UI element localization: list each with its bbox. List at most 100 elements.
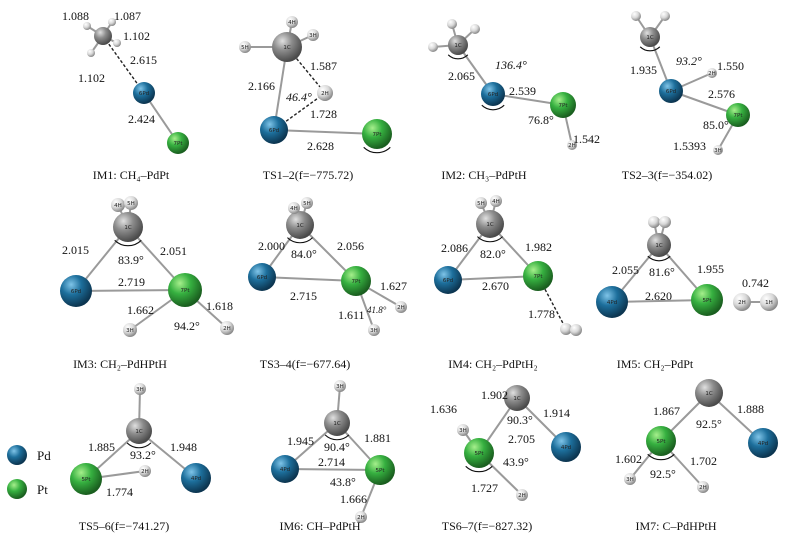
hydrogen-atom: [307, 29, 319, 41]
atom-label: 2H: [738, 300, 746, 306]
distance-label: 1.088: [62, 9, 89, 23]
atom-label: 2H: [568, 143, 576, 149]
atom-label: 1C: [333, 421, 340, 427]
palladium-atom: [434, 266, 462, 294]
distance-label: 1.611: [338, 308, 365, 322]
angle-label: 83.9°: [118, 253, 144, 267]
atom-label: 3H: [459, 428, 467, 434]
distance-label: 1.618: [206, 299, 233, 313]
atom-label: 2H: [699, 485, 707, 491]
distance-label: 1.881: [364, 431, 391, 445]
angle-arc: [465, 465, 493, 473]
atom-label: 6Pd: [666, 89, 676, 95]
hydrogen-atom: [134, 383, 146, 395]
platinum-atom: [365, 455, 395, 485]
distance-label: 1.727: [471, 481, 498, 495]
atom-label: 2H: [518, 493, 526, 499]
panel-caption: TS5–6(f=−741.27): [79, 519, 170, 533]
atom-label: 5Pt: [82, 477, 92, 483]
hydrogen-atom: [368, 324, 380, 336]
atom-label: 3H: [626, 477, 634, 483]
atom-label: 5H: [241, 45, 249, 51]
palladium-atom: [748, 428, 778, 458]
angle-label: 90.3°: [507, 413, 533, 427]
atom-label: 7Pt: [373, 132, 383, 138]
carbon-atom: [324, 410, 350, 436]
atom-label: 4Pd: [561, 445, 571, 451]
angle-label: 94.2°: [174, 319, 200, 333]
panel-caption: TS3–4(f=−677.64): [260, 357, 351, 371]
atoms-layer: 6Pd7Pt1C6Pd7Pt5H4H3H2H1C6Pd7Pt2H1C6Pd7Pt…: [60, 11, 778, 523]
angle-label: 84.0°: [291, 247, 317, 261]
angle-label: 76.8°: [528, 113, 554, 127]
legend-pd-label: Pd: [37, 448, 51, 463]
distance-label: 1.102: [123, 29, 150, 43]
atom-label: 5H: [127, 201, 135, 207]
panel-caption: TS2–3(f=−354.02): [622, 168, 713, 182]
platinum-atom: [168, 273, 202, 307]
atom-label: 3H: [136, 387, 144, 393]
distance-label: 1.867: [653, 404, 680, 418]
carbon-atom: [272, 32, 302, 62]
atom-label: 7Pt: [352, 279, 362, 285]
hydrogen-atom: [113, 39, 121, 47]
legend-pt-label: Pt: [37, 482, 48, 497]
hydrogen-atom: [659, 216, 671, 228]
angle-arc: [647, 453, 675, 461]
distance-label: 1.728: [310, 107, 337, 121]
angle-label: 136.4°: [495, 58, 527, 72]
atom-label: 1C: [124, 225, 131, 231]
bond: [284, 468, 381, 471]
atom-label: 7Pt: [734, 113, 744, 119]
atom-label: 1C: [513, 396, 520, 402]
atom-label: 2H: [708, 71, 716, 77]
atom-label: 1C: [454, 43, 461, 49]
atom-label: 5H: [303, 201, 311, 207]
hydrogen-atom: [560, 323, 572, 335]
hydrogen-atom: [395, 301, 407, 313]
angle-label: 81.6°: [649, 265, 675, 279]
panel-caption: IM1: CH₄–PdPt: [93, 168, 170, 182]
hydrogen-atom: [516, 489, 528, 501]
distance-label: 2.056: [337, 239, 364, 253]
hydrogen-atom: [707, 68, 717, 78]
hydrogen-atom: [286, 16, 298, 28]
distance-label: 2.000: [258, 239, 285, 253]
atom-label: 3H: [714, 148, 722, 154]
distance-label: 2.715: [290, 289, 317, 303]
hydrogen-atom: [631, 11, 641, 21]
angle-arc: [647, 255, 671, 262]
palladium-atom: [248, 263, 276, 291]
atom-label: 5Pt: [657, 439, 667, 445]
atom-label: 4H: [288, 20, 296, 26]
distance-label: 1.666: [340, 492, 367, 506]
distance-label: 1.935: [630, 63, 657, 77]
palladium-atom: [551, 432, 581, 462]
distance-label: 2.714: [318, 455, 345, 469]
distance-label: 2.719: [118, 275, 145, 289]
atom-label: 6Pd: [139, 91, 149, 97]
angle-label: 41.8°: [367, 305, 387, 315]
atom-label: 3H: [126, 328, 134, 334]
distance-label: 2.166: [248, 79, 275, 93]
hydrogen-atom: [475, 197, 487, 209]
carbon-atom: [695, 379, 723, 407]
atom-label: 1C: [283, 45, 290, 51]
atom-label: 4Pd: [280, 467, 290, 473]
distance-label: 0.742: [742, 276, 769, 290]
atom-label: 5H: [477, 201, 485, 207]
atom-label: 2H: [321, 91, 329, 97]
distance-label: 1.914: [543, 406, 570, 420]
palladium-atom: [60, 275, 92, 307]
atom-label: 4Pd: [191, 476, 201, 482]
hydrogen-atom: [123, 323, 137, 337]
bond: [273, 129, 378, 135]
legend: Pd Pt: [7, 445, 51, 499]
platinum-atom: [646, 426, 676, 456]
distance-label: 1.587: [310, 59, 337, 73]
distance-label: 2.576: [708, 87, 735, 101]
atom-label: 3H: [370, 328, 378, 334]
hydrogen-atom: [570, 324, 582, 336]
